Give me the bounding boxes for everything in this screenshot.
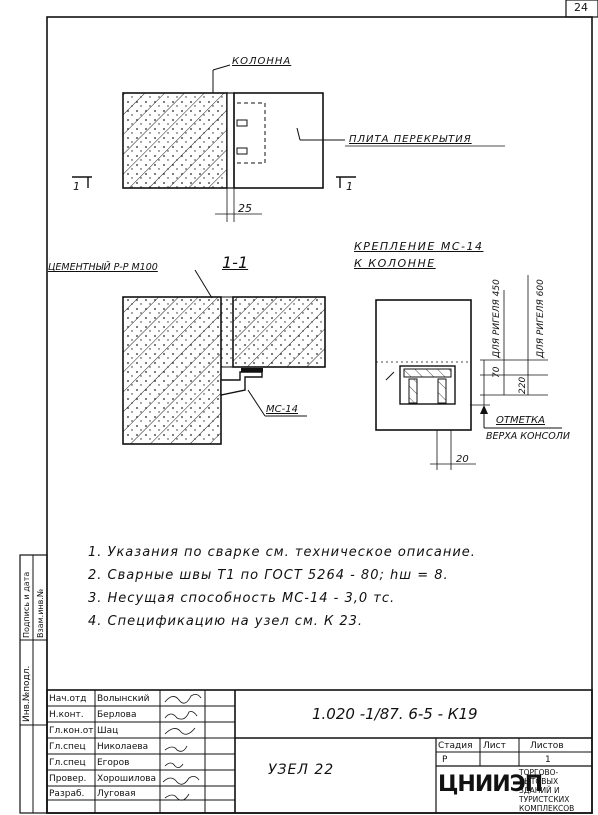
note-3: 3. Несущая способность МС-14 - 3,0 тс.: [88, 591, 396, 606]
title-block-lines: [46, 689, 593, 814]
org-name: ЦНИИЭП: [438, 772, 543, 797]
tb-name-0: Волынский: [97, 694, 150, 704]
document-code: 1.020 -1/87. 6-5 - К19: [312, 705, 478, 723]
slab-label: ПЛИТА ПЕРЕКРЫТИЯ: [349, 134, 472, 145]
sheet-value: 1: [545, 755, 551, 765]
note-1: 1. Указания по сварке см. техническое оп…: [88, 545, 476, 560]
plan-view: [72, 64, 505, 222]
level-mark-label1: ОТМЕТКА: [496, 415, 545, 426]
org-description: ТОРГОВО-БЫТОВЫХ ЗДАНИЙ И ТУРИСТСКИХ КОМП…: [519, 768, 575, 813]
tb-name-5: Хорошилова: [97, 774, 157, 784]
column-label: КОЛОННА: [232, 56, 292, 67]
label-girder-450: ДЛЯ РИГЕЛЯ 450: [492, 279, 502, 358]
sheet-header: Лист: [483, 741, 506, 751]
tb-role-1: Н.конт.: [49, 710, 84, 720]
note-2: 2. Сварные швы Т1 по ГОСТ 5264 - 80; hш …: [88, 568, 449, 583]
fastening-view: [375, 275, 562, 470]
tb-role-4: Гл.спец: [49, 758, 86, 768]
dim-20: 20: [456, 454, 469, 465]
tb-role-0: Нач.отд: [49, 694, 87, 704]
fastening-title-line1: КРЕПЛЕНИЕ МС-14: [354, 240, 484, 253]
sheet-number: 24: [574, 1, 588, 14]
connector-label: МС-14: [266, 404, 298, 415]
tb-name-4: Егоров: [97, 758, 130, 768]
gap-dimension: 25: [238, 202, 252, 215]
sheets-header: Листов: [530, 741, 564, 751]
stage-value: Р: [442, 755, 448, 765]
side-inv-number: Инв.№подл.: [22, 665, 32, 722]
level-mark-label2: ВЕРХА КОНСОЛИ: [486, 431, 571, 442]
mortar-label: ЦЕМЕНТНЫЙ Р-Р М100: [48, 262, 158, 273]
fastening-title-line2: К КОЛОННЕ: [354, 257, 436, 270]
stage-header: Стадия: [438, 741, 473, 751]
label-girder-600: ДЛЯ РИГЕЛЯ 600: [536, 279, 546, 358]
node-title: УЗЕЛ 22: [268, 762, 335, 778]
dim-220: 220: [518, 376, 528, 394]
section-mark-right: 1: [346, 180, 353, 193]
tb-name-6: Луговая: [97, 789, 136, 799]
tb-name-3: Николаева: [97, 742, 149, 752]
tb-role-2: Гл.кон.от: [49, 726, 94, 736]
tb-role-6: Разраб.: [49, 789, 85, 799]
note-4: 4. Спецификацию на узел см. К 23.: [88, 614, 364, 629]
side-signature-date: Подпись и дата: [22, 571, 31, 638]
tb-role-5: Провер.: [49, 774, 87, 784]
tb-role-3: Гл.спец: [49, 742, 86, 752]
section-view: [122, 269, 326, 445]
dim-70: 70: [492, 366, 502, 378]
side-strip-lines: [19, 554, 48, 814]
tb-name-1: Берлова: [97, 710, 137, 720]
section-mark-left: 1: [73, 180, 80, 193]
section-title: 1-1: [222, 253, 249, 272]
signatures: [162, 694, 202, 801]
tb-name-2: Шац: [97, 726, 119, 736]
side-replacement-inv: Взам.инв.№: [36, 588, 45, 638]
